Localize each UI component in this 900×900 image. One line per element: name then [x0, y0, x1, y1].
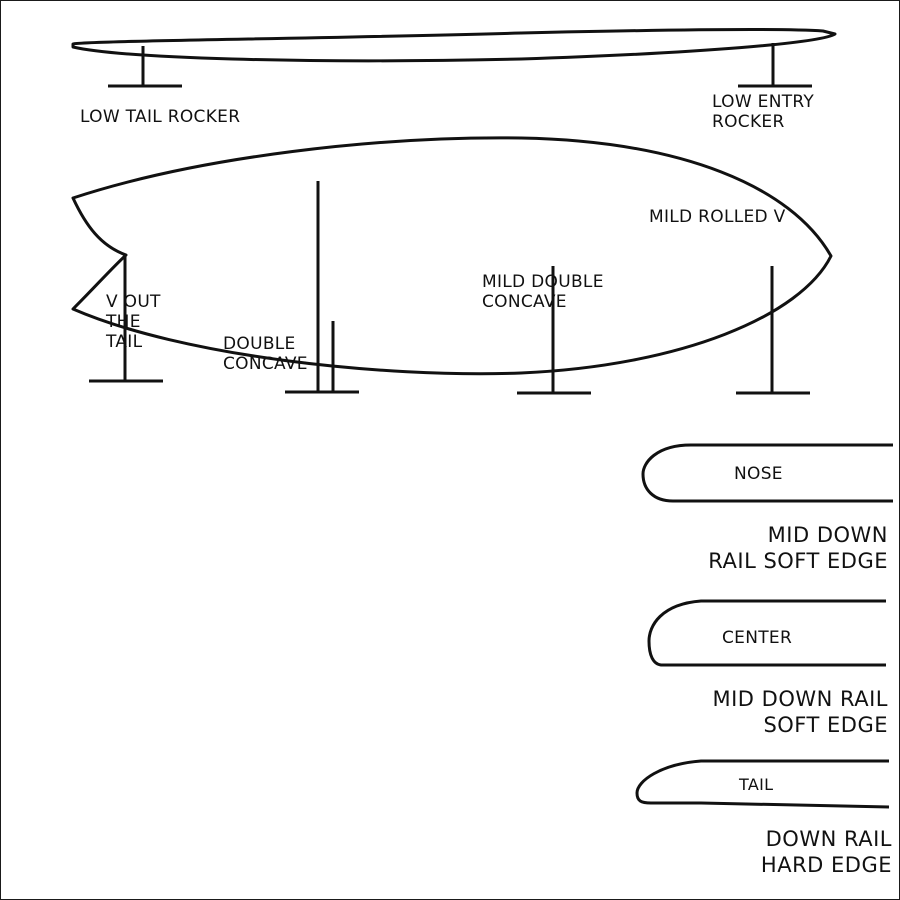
- board-side-profile: [71, 28, 837, 63]
- double-concave-label-line-1: DOUBLE: [223, 334, 296, 354]
- v-out-the-tail-label-line-2: THE: [106, 312, 141, 332]
- low-entry-rocker-label-line-1: LOW ENTRY: [712, 92, 815, 112]
- center-rail-description-line-2: SOFT EDGE: [763, 713, 888, 737]
- center-rail-profile: [647, 599, 886, 667]
- rail-center-label: CENTER: [722, 628, 793, 648]
- v-out-the-tail-label-line-3: TAIL: [106, 332, 143, 352]
- rail-nose-label: NOSE: [734, 464, 783, 484]
- center-rail-description-line-1: MID DOWN RAIL: [712, 687, 888, 711]
- nose-rail-description-line-2: RAIL SOFT EDGE: [708, 549, 888, 573]
- tail-rail-description-line-2: HARD EDGE: [760, 853, 892, 877]
- low-entry-rocker-label-line-2: ROCKER: [712, 112, 785, 132]
- board-bottom-outline: [71, 136, 833, 376]
- rail-tail-label: TAIL: [739, 775, 774, 794]
- tail-rail-profile: [635, 759, 890, 809]
- nose-rail-description-line-1: MID DOWN: [767, 523, 888, 547]
- mild-double-concave-label-line-1: MILD DOUBLE: [482, 272, 604, 292]
- double-concave-label-line-2: CONCAVE: [223, 354, 308, 374]
- nose-rail-profile: [641, 443, 893, 503]
- low-tail-rocker-label: LOW TAIL ROCKER: [80, 107, 241, 127]
- mild-rolled-v-label: MILD ROLLED V: [649, 207, 786, 227]
- v-out-the-tail-label-line-1: V OUT: [106, 292, 161, 312]
- mild-double-concave-label-line-2: CONCAVE: [482, 292, 567, 312]
- tail-rail-description-line-1: DOWN RAIL: [765, 827, 892, 851]
